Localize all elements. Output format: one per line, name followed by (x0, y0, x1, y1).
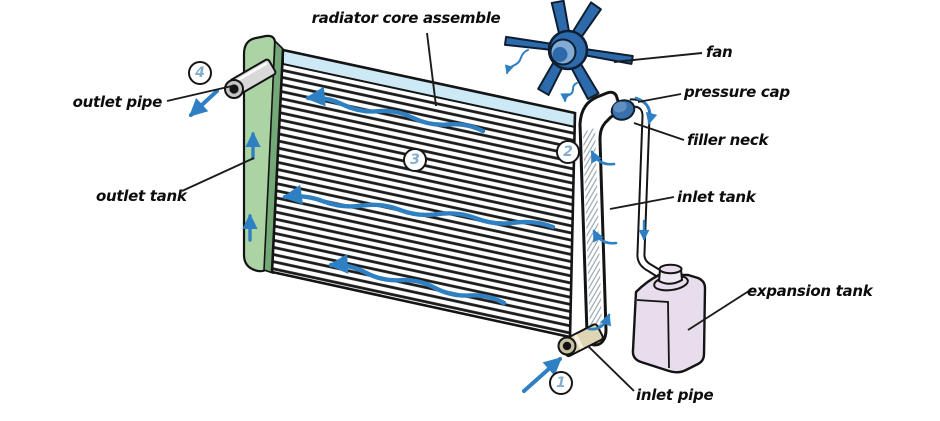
leader-outlet-tank (181, 157, 255, 192)
inlet-tank (578, 90, 621, 347)
air-flow-arrow (504, 49, 529, 75)
label-filler-neck: filler neck (687, 131, 769, 149)
inlet-tank-curved-arrow (587, 313, 611, 331)
leader-inlet-pipe (588, 346, 635, 392)
label-inlet-tank: inlet tank (677, 188, 756, 206)
label-inlet-pipe: inlet pipe (636, 386, 714, 404)
label-outlet-tank: outlet tank (96, 187, 187, 205)
flow-marker-4: 4 (188, 61, 212, 85)
leader-radiator-core (426, 32, 437, 107)
coolant-flow-arrow-top (304, 86, 486, 134)
radiator-core (270, 48, 577, 339)
overflow-tube (629, 98, 661, 277)
coolant-flow-arrows (188, 49, 658, 393)
label-outlet-pipe: outlet pipe (72, 93, 163, 111)
inlet-flow-arrow (522, 357, 563, 393)
air-flow-arrow (560, 82, 578, 103)
expansion-tank (631, 263, 707, 374)
label-expansion-tank: expansion tank (747, 282, 873, 300)
pressure-cap (610, 99, 636, 121)
coolant-flow-arrow-middle (282, 184, 556, 230)
leader-lines (166, 32, 753, 392)
leader-expansion-tank (687, 288, 753, 331)
leader-fan (613, 52, 703, 63)
leader-filler-neck (633, 122, 685, 141)
outlet-pipe (224, 58, 277, 99)
cap-overflow-arrow (634, 96, 658, 125)
inlet-tank-curved-arrow (592, 229, 618, 245)
flow-marker-2: 2 (556, 140, 580, 164)
label-radiator-core: radiator core assemble (311, 9, 501, 27)
label-fan: fan (706, 43, 733, 61)
outlet-tank (242, 34, 284, 275)
inlet-pipe (557, 323, 604, 358)
coolant-flow-arrow-bottom (327, 254, 507, 306)
label-pressure-cap: pressure cap (684, 83, 790, 101)
leader-outlet-pipe (166, 85, 233, 102)
leader-pressure-cap (637, 93, 682, 103)
flow-marker-1: 1 (549, 371, 573, 395)
inlet-tank-curved-arrow (590, 150, 616, 166)
outlet-flow-arrow (188, 89, 219, 117)
leader-inlet-tank (609, 196, 675, 210)
fan (503, 0, 634, 101)
flow-marker-3: 3 (403, 148, 427, 172)
